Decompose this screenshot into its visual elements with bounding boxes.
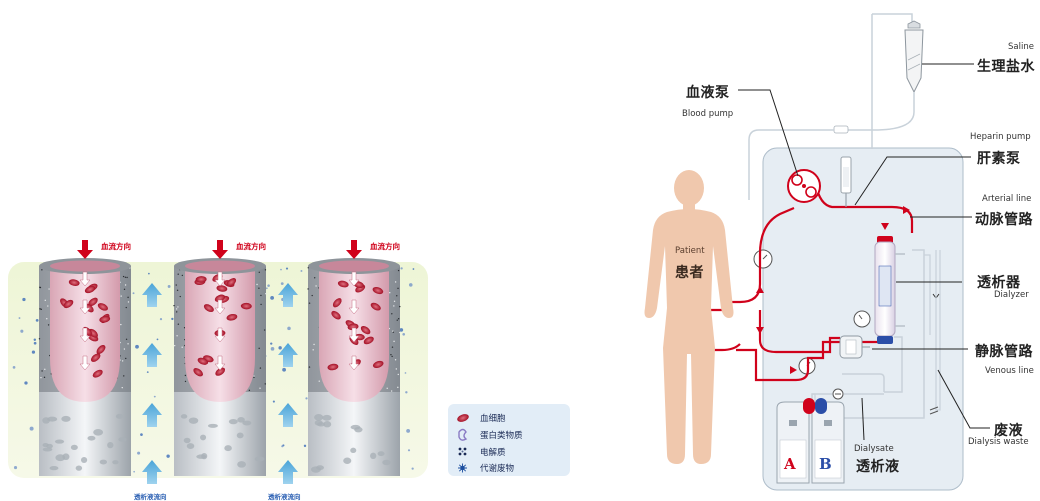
blood-flow-arrow-icon [212, 240, 228, 259]
blood-flow-arrow-icon [346, 240, 362, 259]
saline-label-cn: 生理盐水 [977, 56, 1035, 76]
blood-pump-icon [788, 170, 820, 202]
pressure-gauge-icon [754, 250, 772, 268]
saline-bag-icon [834, 14, 923, 149]
dialysate-label-cn: 透析液 [856, 456, 900, 476]
legend-label-electrolytes: 电解质 [480, 446, 506, 458]
blood-flow-arrow-icon [77, 240, 93, 259]
hollow-fiber [307, 258, 400, 476]
dialyzer-label-cn: 透析器 [977, 272, 1021, 292]
jug-b-letter: B [819, 455, 832, 473]
dialyzer-label-en: Dialyzer [994, 290, 1029, 300]
legend-label-metabolic-waste: 代谢废物 [480, 462, 514, 474]
blood-pump-label-en: Blood pump [682, 109, 733, 119]
patient-label-cn: 患者 [675, 262, 704, 282]
heparin-pump-label-en: Heparin pump [970, 132, 1031, 142]
heparin-pump-label-cn: 肝素泵 [977, 148, 1021, 168]
blood-flow-label: 血流方向 [101, 241, 131, 252]
arterial-line-label-en: Arterial line [982, 194, 1031, 204]
venous-line-label-cn: 静脉管路 [975, 341, 1033, 361]
blood-flow-label: 血流方向 [236, 241, 266, 252]
arterial-line-label-cn: 动脉管路 [975, 209, 1033, 229]
legend-label-proteins: 蛋白类物质 [480, 429, 523, 441]
hollow-fiber-illustration [8, 240, 428, 484]
venous-line-label-en: Venous line [985, 366, 1034, 376]
pressure-gauge-icon [854, 311, 870, 327]
patient-label-en: Patient [675, 246, 705, 256]
patient-silhouette [645, 170, 734, 464]
blood-pump-label-cn: 血液泵 [686, 82, 730, 102]
legend-label-blood-cells: 血细胞 [480, 412, 506, 424]
hollow-fiber [39, 258, 131, 476]
dialysate-label-en: Dialysate [854, 444, 894, 454]
metabolic-waste-icon [458, 464, 467, 473]
saline-label-en: Saline [1008, 42, 1034, 52]
waste-label-en: Dialysis waste [968, 437, 1029, 447]
hollow-fiber [173, 258, 266, 476]
blood-flow-label: 血流方向 [370, 241, 400, 252]
jug-a-letter: A [784, 455, 796, 473]
